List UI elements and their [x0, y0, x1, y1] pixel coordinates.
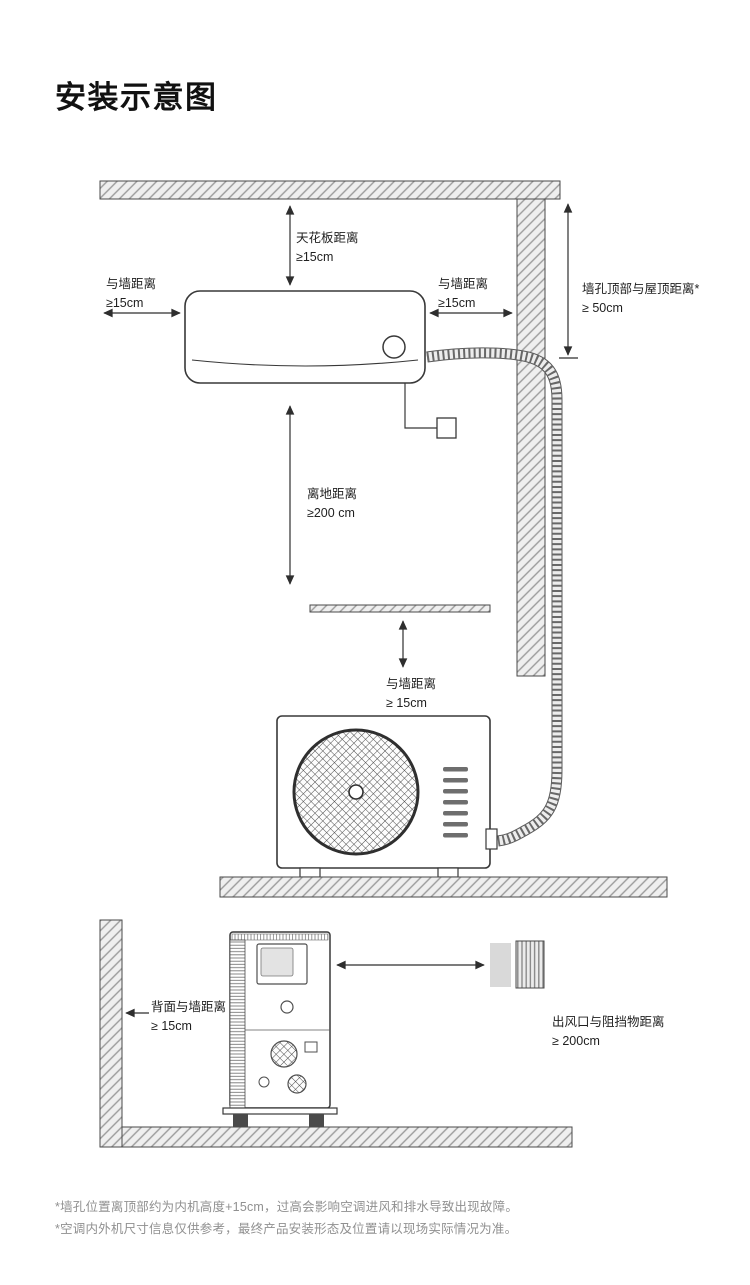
- label-back-wall-distance: 背面与墙距离 ≥ 15cm: [149, 998, 229, 1036]
- wall-bar: [309, 604, 491, 613]
- bottom-ground: [121, 1126, 573, 1148]
- label-right-wall-distance: 与墙距离 ≥15cm: [438, 277, 489, 310]
- ground-platform: [219, 876, 668, 898]
- footnote-size-disclaimer: *空调内外机尺寸信息仅供参考，最终产品安装形态及位置请以现场实际情况为准。: [55, 1222, 518, 1236]
- indoor-unit: [184, 290, 426, 384]
- refrigerant-pipe: [426, 347, 563, 847]
- label-left-wall-distance: 与墙距离 ≥15cm: [106, 277, 157, 310]
- outdoor-unit-side: [222, 931, 338, 1127]
- bottom-left-wall: [99, 919, 123, 1148]
- label-outdoor-wall-distance: 与墙距离 ≥ 15cm: [386, 677, 437, 710]
- label-outlet-distance: 出风口与阻挡物距离 ≥ 200cm: [552, 1015, 665, 1048]
- page-title: 安装示意图: [55, 80, 218, 115]
- outdoor-unit-front: [276, 715, 498, 878]
- right-wall-structure: [516, 198, 546, 677]
- drain-line: [404, 383, 457, 439]
- obstruction-block: [490, 940, 545, 989]
- ceiling-structure: [99, 180, 561, 200]
- label-ceiling-distance: 天花板距离 ≥15cm: [296, 231, 359, 264]
- label-roof-distance: 墙孔顶部与屋顶距离* ≥ 50cm: [582, 282, 700, 315]
- label-floor-distance: 离地距离 ≥200 cm: [307, 487, 358, 520]
- footnote-wall-hole: *墙孔位置离顶部约为内机高度+15cm，过高会影响空调进风和排水导致出现故障。: [55, 1200, 519, 1214]
